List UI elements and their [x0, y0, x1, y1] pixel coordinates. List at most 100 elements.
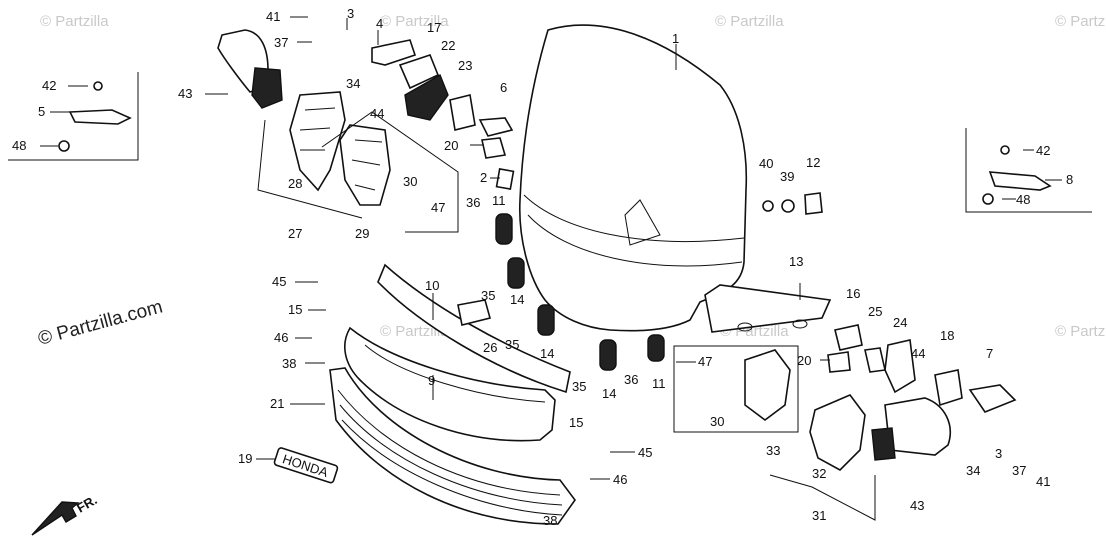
- callout-27: 27: [288, 226, 302, 241]
- callout-19: 19: [238, 451, 252, 466]
- callout-31: 31: [812, 508, 826, 523]
- watermark: © Partzilla: [1055, 323, 1106, 340]
- callout-38: 38: [282, 356, 296, 371]
- callout-1: 1: [672, 31, 679, 46]
- callout-10: 10: [425, 278, 439, 293]
- callout-41: 41: [266, 9, 280, 24]
- callout-48: 48: [1016, 192, 1030, 207]
- callout-13: 13: [789, 254, 803, 269]
- bolt-42: [93, 81, 103, 91]
- callout-3: 3: [347, 6, 354, 21]
- callout-22: 22: [441, 38, 455, 53]
- bracket-8: [988, 171, 1052, 191]
- callout-9: 9: [428, 373, 435, 388]
- callout-5: 5: [38, 104, 45, 119]
- frame-bottom-group: [769, 474, 876, 521]
- bracket-24: [884, 339, 916, 394]
- mirror-housing-right: [884, 397, 952, 456]
- grille: [329, 367, 576, 525]
- leader-lines: [40, 16, 1062, 480]
- mirror-mount-left: [251, 67, 283, 109]
- callout-25: 25: [868, 304, 882, 319]
- watermark-main: © Partzilla.com: [36, 296, 165, 349]
- callout-40: 40: [759, 156, 773, 171]
- frame-right-group: [965, 128, 1092, 213]
- callout-23: 23: [458, 58, 472, 73]
- clip-6: [478, 117, 514, 137]
- frame-left-group: [8, 72, 139, 161]
- plate-18: [934, 369, 963, 407]
- mirror-bracket-32: [809, 394, 866, 471]
- bracket-25: [864, 347, 886, 373]
- callout-2: 2: [480, 170, 487, 185]
- frame-center-group: [321, 111, 459, 233]
- callout-7: 7: [986, 346, 993, 361]
- grommet-14: [507, 257, 525, 289]
- grommet-11: [495, 213, 513, 245]
- callout-37: 37: [1012, 463, 1026, 478]
- callout-47: 47: [431, 200, 445, 215]
- callout-48: 48: [12, 138, 26, 153]
- bracket-4: [371, 39, 417, 66]
- mirror-mount-right: [871, 427, 896, 461]
- callout-35: 35: [572, 379, 586, 394]
- bracket-6: [449, 94, 476, 131]
- callout-26: 26: [483, 340, 497, 355]
- callout-32: 32: [812, 466, 826, 481]
- bracket-23: [404, 73, 449, 121]
- garnish-strip: [377, 263, 571, 394]
- callout-42: 42: [1036, 143, 1050, 158]
- callout-35: 35: [505, 337, 519, 352]
- callout-45: 45: [272, 274, 286, 289]
- fairing-cover: [344, 326, 556, 442]
- callout-46: 46: [613, 472, 627, 487]
- callout-24: 24: [893, 315, 907, 330]
- callout-14: 14: [540, 346, 554, 361]
- callout-37: 37: [274, 35, 288, 50]
- bolt-42b: [1000, 145, 1010, 155]
- callout-39: 39: [780, 169, 794, 184]
- callout-12: 12: [806, 155, 820, 170]
- callout-30: 30: [403, 174, 417, 189]
- callout-44: 44: [911, 346, 925, 361]
- watermark: © Partzilla: [380, 13, 449, 30]
- callout-30: 30: [710, 414, 724, 429]
- callout-43: 43: [178, 86, 192, 101]
- callout-20: 20: [797, 353, 811, 368]
- honda-emblem: HONDA: [273, 447, 339, 484]
- windshield-lower-trim: [704, 284, 832, 333]
- callout-33: 33: [766, 443, 780, 458]
- callout-15: 15: [569, 415, 583, 430]
- plate-22: [398, 54, 440, 90]
- grommet-14: [537, 304, 555, 336]
- mirror-bracket-28: [289, 91, 346, 192]
- bracket-5: [68, 109, 132, 125]
- nut-40: [762, 200, 774, 212]
- washer-39: [781, 199, 795, 213]
- callout-43: 43: [910, 498, 924, 513]
- callout-14: 14: [602, 386, 616, 401]
- front-direction-arrow: [31, 501, 80, 536]
- clip-16: [834, 324, 863, 351]
- clip-20: [481, 137, 507, 159]
- frame-27-29: [257, 119, 363, 219]
- callout-18: 18: [940, 328, 954, 343]
- callout-46: 46: [274, 330, 288, 345]
- callout-4: 4: [376, 16, 383, 31]
- callout-47: 47: [698, 354, 712, 369]
- callout-28: 28: [288, 176, 302, 191]
- frame-box-30-33: [673, 345, 799, 433]
- callout-16: 16: [846, 286, 860, 301]
- windshield: [518, 24, 748, 332]
- callout-11: 11: [652, 376, 666, 391]
- callout-11: 11: [492, 193, 506, 208]
- strip-2: [495, 167, 515, 191]
- callout-20: 20: [444, 138, 458, 153]
- callout-6: 6: [500, 80, 507, 95]
- label-26: [457, 299, 491, 326]
- callout-45: 45: [638, 445, 652, 460]
- watermark: © Partzilla: [40, 13, 109, 30]
- clip-12: [804, 192, 823, 215]
- bracket-7: [968, 384, 1017, 413]
